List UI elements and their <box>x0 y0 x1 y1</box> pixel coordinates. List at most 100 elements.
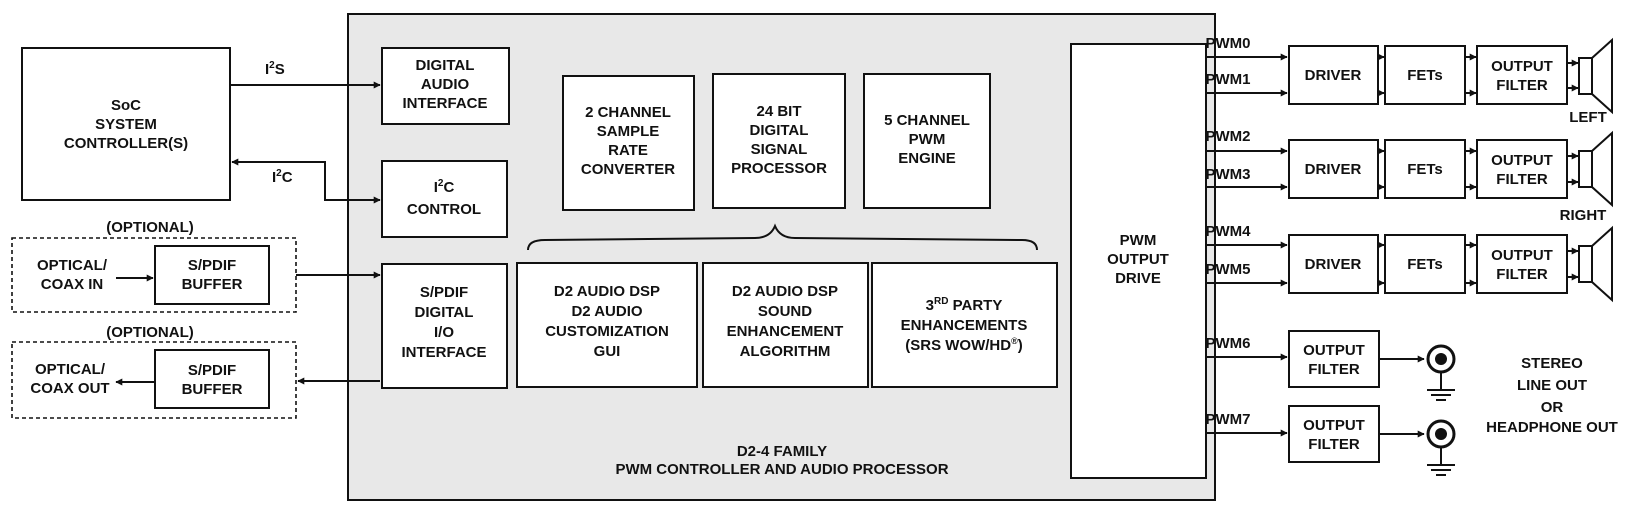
fets-label: FETs <box>1407 161 1443 178</box>
pwm-label: PWM1 <box>1206 71 1251 88</box>
svg-text:(SRS WOW/HD®): (SRS WOW/HD®) <box>905 336 1022 354</box>
stereo-line3: OR <box>1541 399 1564 416</box>
driver-label: DRIVER <box>1305 256 1362 273</box>
pwm-label: PWM2 <box>1206 128 1251 145</box>
audio-jack-icon <box>1426 344 1456 401</box>
svg-text:OUTPUT: OUTPUT <box>1303 417 1365 434</box>
i2c-control-block: I2C CONTROL <box>381 160 508 238</box>
soc-line3: CONTROLLER(S) <box>64 135 188 152</box>
svg-text:FILTER: FILTER <box>1496 77 1548 94</box>
pwm-label: PWM5 <box>1206 261 1251 278</box>
optical-in-line2: COAX IN <box>41 276 104 293</box>
stereo-line1: STEREO <box>1521 355 1583 372</box>
speaker-channel-1: DRIVER FETs OUTPUT FILTER <box>1206 37 1613 115</box>
i2s-label: I2S <box>265 60 285 78</box>
svg-text:PROCESSOR: PROCESSOR <box>731 160 827 177</box>
svg-text:CUSTOMIZATION: CUSTOMIZATION <box>545 323 669 340</box>
svg-text:BUFFER: BUFFER <box>182 276 243 293</box>
speaker-channel-3: DRIVER FETs OUTPUT FILTER <box>1206 225 1613 303</box>
optional-in-label: (OPTIONAL) <box>106 219 194 236</box>
fets-label: FETs <box>1407 67 1443 84</box>
stereo-line4: HEADPHONE OUT <box>1486 419 1618 436</box>
svg-text:OUTPUT: OUTPUT <box>1491 247 1553 264</box>
i2c-label: I2C <box>272 168 293 186</box>
svg-text:FILTER: FILTER <box>1496 266 1548 283</box>
speaker-icon <box>1578 37 1613 115</box>
line-out-channel-2: OUTPUT FILTER <box>1206 405 1456 476</box>
sound-enhancement-algorithm-block: D2 AUDIO DSP SOUND ENHANCEMENT ALGORITHM <box>702 262 869 388</box>
svg-text:SIGNAL: SIGNAL <box>751 141 808 158</box>
svg-text:3RD PARTY: 3RD PARTY <box>926 296 1003 314</box>
audio-jack-icon <box>1426 419 1456 476</box>
driver-label: DRIVER <box>1305 161 1362 178</box>
svg-text:D2 AUDIO DSP: D2 AUDIO DSP <box>732 283 838 300</box>
pwm-label: PWM4 <box>1206 223 1252 240</box>
svg-text:S/PDIF: S/PDIF <box>188 362 236 379</box>
svg-text:FILTER: FILTER <box>1496 171 1548 188</box>
svg-text:OUTPUT: OUTPUT <box>1107 251 1169 268</box>
svg-text:PWM: PWM <box>1120 232 1157 249</box>
svg-text:OUTPUT: OUTPUT <box>1491 58 1553 75</box>
soc-line1: SoC <box>111 97 141 114</box>
speaker-channel-2: DRIVER FETs OUTPUT FILTER <box>1206 130 1613 208</box>
svg-text:ENGINE: ENGINE <box>898 150 956 167</box>
svg-text:FILTER: FILTER <box>1308 361 1360 378</box>
digital-signal-processor-block: 24 BIT DIGITAL SIGNAL PROCESSOR <box>712 73 846 209</box>
soc-controller-block: SoC SYSTEM CONTROLLER(S) <box>21 47 231 201</box>
digital-audio-interface-block: DIGITAL AUDIO INTERFACE <box>381 47 510 125</box>
dai-line1: DIGITAL <box>416 57 475 74</box>
stereo-line2: LINE OUT <box>1517 377 1587 394</box>
speaker-icon <box>1578 225 1613 303</box>
svg-text:DRIVE: DRIVE <box>1115 270 1161 287</box>
svg-text:CONVERTER: CONVERTER <box>581 161 675 178</box>
svg-text:ENHANCEMENTS: ENHANCEMENTS <box>901 317 1028 334</box>
svg-text:D2 AUDIO DSP: D2 AUDIO DSP <box>554 283 660 300</box>
customization-gui-block: D2 AUDIO DSP D2 AUDIO CUSTOMIZATION GUI <box>516 262 698 388</box>
pwm-label: PWM3 <box>1206 166 1251 183</box>
svg-text:GUI: GUI <box>594 343 621 360</box>
svg-text:ALGORITHM: ALGORITHM <box>740 343 831 360</box>
svg-text:BUFFER: BUFFER <box>182 381 243 398</box>
pwm-engine-block: 5 CHANNEL PWM ENGINE <box>863 73 991 209</box>
svg-text:SOUND: SOUND <box>758 303 812 320</box>
pwm-label: PWM6 <box>1206 335 1251 352</box>
fets-label: FETs <box>1407 256 1443 273</box>
optical-in-line1: OPTICAL/ <box>37 257 108 274</box>
left-label: LEFT <box>1569 109 1607 126</box>
dai-line2: AUDIO <box>421 76 470 93</box>
dai-line3: INTERFACE <box>402 95 487 112</box>
svg-text:PWM: PWM <box>909 131 946 148</box>
pwm-label: PWM7 <box>1206 411 1251 428</box>
svg-text:DIGITAL: DIGITAL <box>415 304 474 321</box>
i2c-control-line2: CONTROL <box>407 201 481 218</box>
pwm-labels: PWM0 PWM1 PWM2 PWM3 PWM4 PWM5 PWM6 PWM7 <box>1206 35 1252 428</box>
spdif-buffer-out-block: S/PDIF BUFFER <box>154 349 270 409</box>
svg-text:24 BIT: 24 BIT <box>756 103 801 120</box>
svg-text:S/PDIF: S/PDIF <box>188 257 236 274</box>
svg-text:FILTER: FILTER <box>1308 436 1360 453</box>
line-out-channel-1: OUTPUT FILTER <box>1206 330 1456 401</box>
svg-text:S/PDIF: S/PDIF <box>420 284 468 301</box>
pwm-label: PWM0 <box>1206 35 1251 52</box>
svg-text:INTERFACE: INTERFACE <box>401 344 486 361</box>
svg-text:RATE: RATE <box>608 142 648 159</box>
family-subtitle: PWM CONTROLLER AND AUDIO PROCESSOR <box>615 461 948 478</box>
pwm-output-drive-block: PWM OUTPUT DRIVE <box>1070 43 1207 479</box>
svg-text:D2 AUDIO: D2 AUDIO <box>571 303 642 320</box>
optical-out-line1: OPTICAL/ <box>35 361 106 378</box>
soc-line2: SYSTEM <box>95 116 157 133</box>
optional-out-label: (OPTIONAL) <box>106 324 194 341</box>
grouping-brace <box>527 223 1038 251</box>
driver-label: DRIVER <box>1305 67 1362 84</box>
i2c-control-line1: I2C <box>434 178 455 196</box>
spdif-io-interface-block: S/PDIF DIGITAL I/O INTERFACE <box>381 263 508 389</box>
right-label: RIGHT <box>1560 207 1607 224</box>
svg-text:DIGITAL: DIGITAL <box>750 122 809 139</box>
speaker-icon <box>1578 130 1613 208</box>
svg-text:ENHANCEMENT: ENHANCEMENT <box>727 323 844 340</box>
family-title: D2-4 FAMILY <box>737 443 827 460</box>
svg-text:OUTPUT: OUTPUT <box>1303 342 1365 359</box>
optical-out-line2: COAX OUT <box>30 380 109 397</box>
svg-text:I/O: I/O <box>434 324 454 341</box>
